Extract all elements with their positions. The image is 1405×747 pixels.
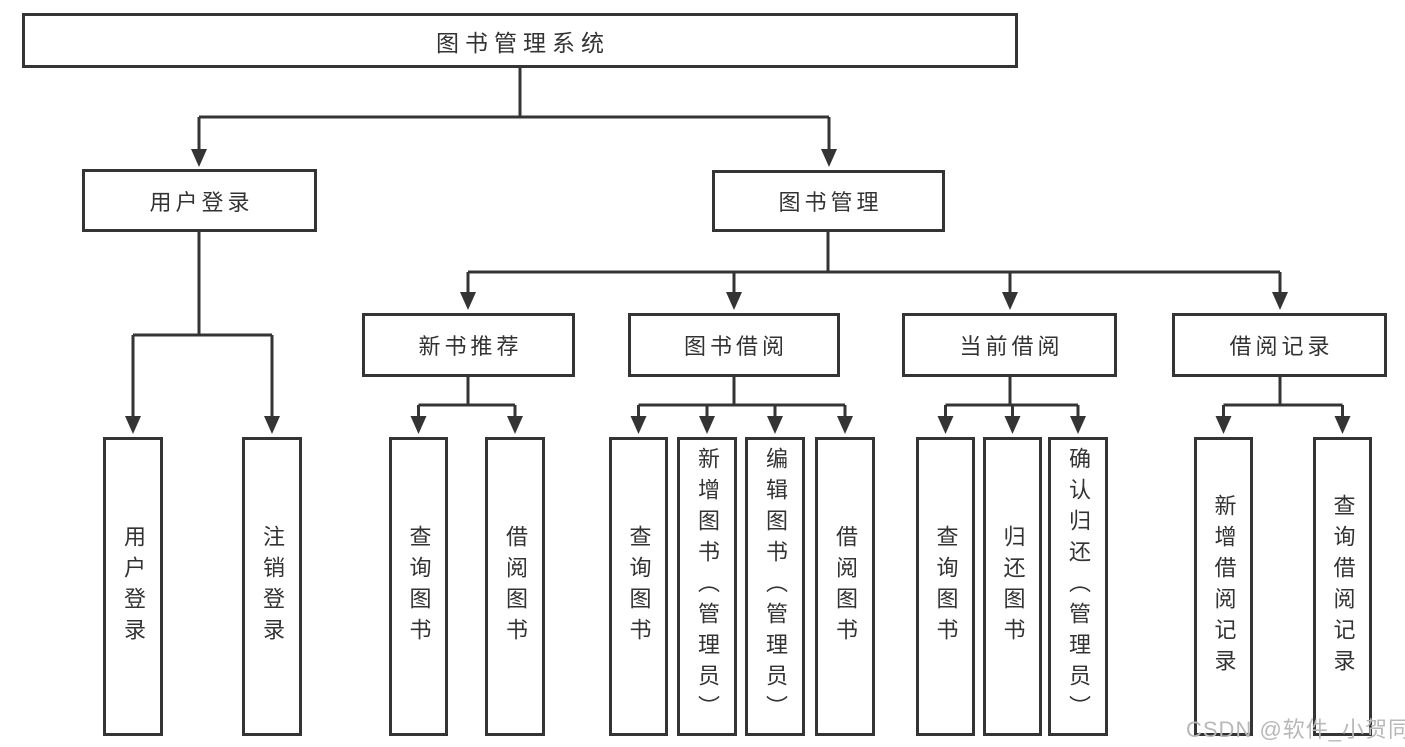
leaf-borrow-books-2-label: 借阅图书 — [833, 524, 858, 649]
node-user-login: 用户登录 — [82, 169, 317, 232]
leaf-logout: 注销登录 — [242, 437, 302, 736]
leaf-confirm-return-admin-label: 确认归还（管理员） — [1066, 447, 1091, 726]
node-borrowing-records: 借阅记录 — [1172, 313, 1387, 377]
leaf-user-login: 用户登录 — [103, 437, 163, 736]
leaf-query-books-1-label: 查询图书 — [406, 524, 432, 649]
leaf-add-books-admin: 新增图书（管理员） — [677, 437, 737, 736]
leaf-return-books: 归还图书 — [983, 437, 1042, 736]
leaf-borrow-books-2: 借阅图书 — [815, 437, 875, 736]
node-new-book-recommend: 新书推荐 — [362, 313, 575, 377]
node-current-borrowing: 当前借阅 — [902, 313, 1117, 377]
node-current-borrowing-label: 当前借阅 — [959, 334, 1064, 359]
leaf-add-books-admin-label: 新增图书（管理员） — [695, 447, 720, 726]
node-book-borrowing-label: 图书借阅 — [683, 334, 788, 359]
leaf-confirm-return-admin: 确认归还（管理员） — [1048, 437, 1108, 736]
leaf-edit-books-admin-label: 编辑图书（管理员） — [763, 447, 788, 726]
node-root-system: 图书管理系统 — [22, 13, 1018, 68]
node-user-login-label: 用户登录 — [149, 189, 254, 215]
leaf-borrow-books-1-label: 借阅图书 — [503, 524, 528, 649]
node-book-management-label: 图书管理 — [778, 190, 883, 215]
node-root-label: 图书管理系统 — [436, 29, 610, 56]
leaf-logout-label: 注销登录 — [260, 524, 285, 649]
leaf-query-books-1: 查询图书 — [389, 437, 448, 736]
leaf-borrow-books-1: 借阅图书 — [485, 437, 545, 736]
leaf-query-books-2: 查询图书 — [609, 437, 668, 736]
leaf-user-login-label: 用户登录 — [121, 524, 146, 649]
node-book-borrowing: 图书借阅 — [628, 313, 840, 377]
node-book-management: 图书管理 — [712, 170, 945, 232]
leaf-query-books-3: 查询图书 — [916, 437, 975, 736]
node-borrowing-records-label: 借阅记录 — [1229, 334, 1334, 359]
leaf-add-borrow-record-label: 新增借阅记录 — [1211, 493, 1237, 680]
leaf-query-books-3-label: 查询图书 — [933, 524, 959, 649]
leaf-query-books-2-label: 查询图书 — [626, 524, 652, 649]
leaf-return-books-label: 归还图书 — [1000, 524, 1026, 649]
leaf-add-borrow-record: 新增借阅记录 — [1194, 437, 1253, 736]
node-new-book-recommend-label: 新书推荐 — [418, 334, 523, 359]
csdn-watermark: CSDN @软件_小贺同学 — [1186, 717, 1405, 742]
leaf-edit-books-admin: 编辑图书（管理员） — [745, 437, 805, 736]
leaf-query-borrow-record: 查询借阅记录 — [1313, 437, 1372, 736]
leaf-query-borrow-record-label: 查询借阅记录 — [1330, 493, 1356, 680]
